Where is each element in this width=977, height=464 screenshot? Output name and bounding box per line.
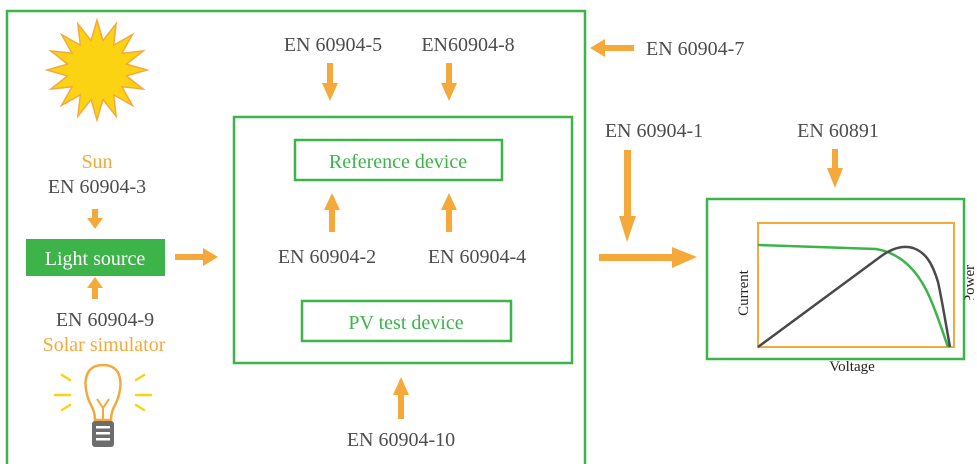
standard-60904-5: EN 60904-5 xyxy=(284,34,382,56)
simulator-label: Solar simulator xyxy=(43,334,166,356)
sun-icon xyxy=(44,17,150,123)
simulator-standard: EN 60904-9 xyxy=(56,309,154,331)
arrow-simulator-to-light-source xyxy=(87,277,103,299)
voltage-axis-label: Voltage xyxy=(829,359,875,375)
sun-label: Sun xyxy=(81,151,112,173)
standard-60904-7: EN 60904-7 xyxy=(646,38,744,60)
power-curve xyxy=(757,245,952,349)
power-axis-label: Power xyxy=(962,265,977,303)
arrow-60904-7-left xyxy=(590,39,634,57)
arrow-60904-5-down xyxy=(322,63,338,101)
arrow-60891-down xyxy=(827,149,843,188)
arrow-60904-8-down xyxy=(441,63,457,101)
test-chamber-box xyxy=(232,115,574,365)
pv-test-device-box xyxy=(300,299,513,343)
light-source-box xyxy=(26,239,165,276)
light-source-label: Light source xyxy=(45,248,146,270)
pv-test-device-label: PV test device xyxy=(348,312,463,334)
light-bulb-icon xyxy=(53,363,153,447)
iv-curve-plot-area xyxy=(757,222,955,348)
reference-device-box xyxy=(293,138,504,182)
reference-device-label: Reference device xyxy=(329,151,467,173)
standard-60904-1: EN 60904-1 xyxy=(605,120,703,142)
standard-60904-10: EN 60904-10 xyxy=(347,429,455,451)
iv-curve-frame xyxy=(705,197,966,361)
current-axis-label: Current xyxy=(736,269,752,316)
arrow-sun-to-light-source xyxy=(87,209,103,229)
arrow-lab-to-output xyxy=(599,247,697,268)
standard-60904-2: EN 60904-2 xyxy=(278,246,376,268)
arrow-60904-4-up xyxy=(441,193,457,232)
standard-60904-4: EN 60904-4 xyxy=(428,246,526,268)
standard-60904-8: EN60904-8 xyxy=(421,34,514,56)
arrow-60904-2-up xyxy=(324,193,340,232)
sun-standard: EN 60904-3 xyxy=(48,176,146,198)
standard-60891: EN 60891 xyxy=(797,120,879,142)
lab-frame xyxy=(5,9,587,464)
arrow-60904-10-up xyxy=(393,377,409,419)
arrow-60904-1-down xyxy=(619,150,636,242)
arrow-light-to-lab xyxy=(175,248,218,266)
current-curve xyxy=(757,243,950,348)
power-axis-clip: Power xyxy=(962,265,977,303)
